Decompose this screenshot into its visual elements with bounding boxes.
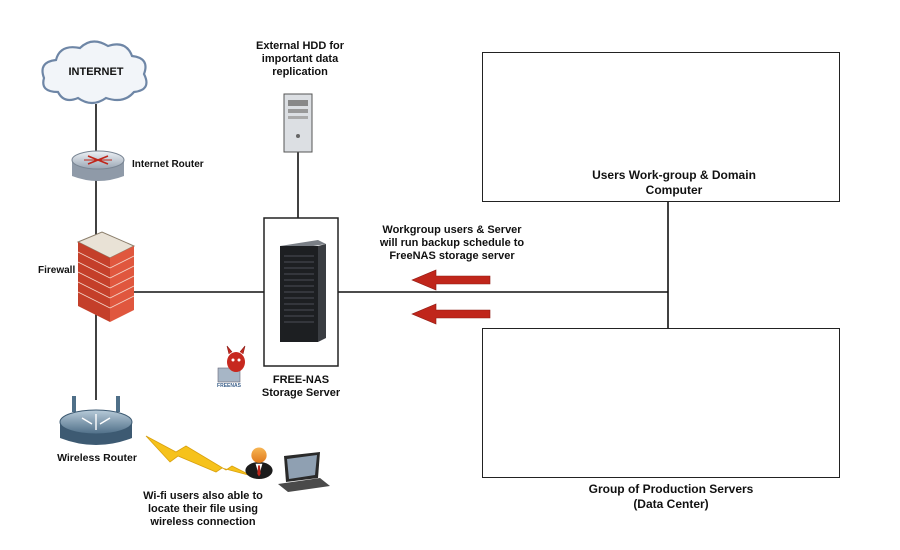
users-group-line-2: Computer <box>645 183 703 197</box>
laptop-icon <box>278 452 330 492</box>
wifi-users-line-2: locate their file using <box>147 503 259 515</box>
external-hdd-caption: External HDD for important data replicat… <box>250 40 350 79</box>
production-group-caption: Group of Production Servers (Data Center… <box>576 482 766 512</box>
internet-router-label: Internet Router <box>132 159 204 170</box>
external-hdd-line-2: important data <box>261 53 339 65</box>
backup-note: Workgroup users & Server will run backup… <box>374 224 530 263</box>
wifi-users-line-3: wireless connection <box>150 516 256 528</box>
freenas-line-1: FREE-NAS <box>272 374 330 386</box>
users-group-caption: Users Work-group & Domain Computer <box>584 168 764 198</box>
lightning-bolt-icon <box>145 435 253 477</box>
router-icon <box>71 150 125 181</box>
firewall-label: Firewall <box>38 265 76 276</box>
backup-note-line-2: will run backup schedule to <box>379 237 525 249</box>
production-group-line-1: Group of Production Servers <box>588 482 754 496</box>
backup-note-line-1: Workgroup users & Server <box>382 224 522 236</box>
production-servers-box <box>482 328 840 478</box>
freebsd-daemon-icon <box>217 345 246 383</box>
left-arrow-icon <box>411 303 491 325</box>
production-group-line-2: (Data Center) <box>633 497 709 511</box>
wifi-users-line-1: Wi-fi users also able to <box>143 490 263 502</box>
external-hdd-line-1: External HDD for <box>255 40 345 52</box>
user-icon <box>245 447 273 479</box>
wireless-router-icon <box>59 396 133 445</box>
brick-firewall-icon <box>76 231 136 322</box>
left-arrow-icon <box>411 269 491 291</box>
freenas-logo-text: FREENAS <box>217 383 241 389</box>
freenas-caption: FREE-NAS Storage Server <box>252 374 350 400</box>
wireless-router-label: Wireless Router <box>57 452 137 464</box>
freenas-line-2: Storage Server <box>261 387 341 399</box>
internet-label: INTERNET <box>68 66 124 78</box>
tower-pc-icon <box>283 93 313 153</box>
users-group-line-1: Users Work-group & Domain <box>592 168 756 182</box>
cloud-icon <box>41 40 148 105</box>
nas-rack-icon <box>280 240 326 342</box>
wifi-users-caption: Wi-fi users also able to locate their fi… <box>128 490 278 529</box>
external-hdd-line-3: replication <box>272 66 328 78</box>
backup-note-line-3: FreeNAS storage server <box>389 250 515 262</box>
users-workgroup-box <box>482 52 840 202</box>
